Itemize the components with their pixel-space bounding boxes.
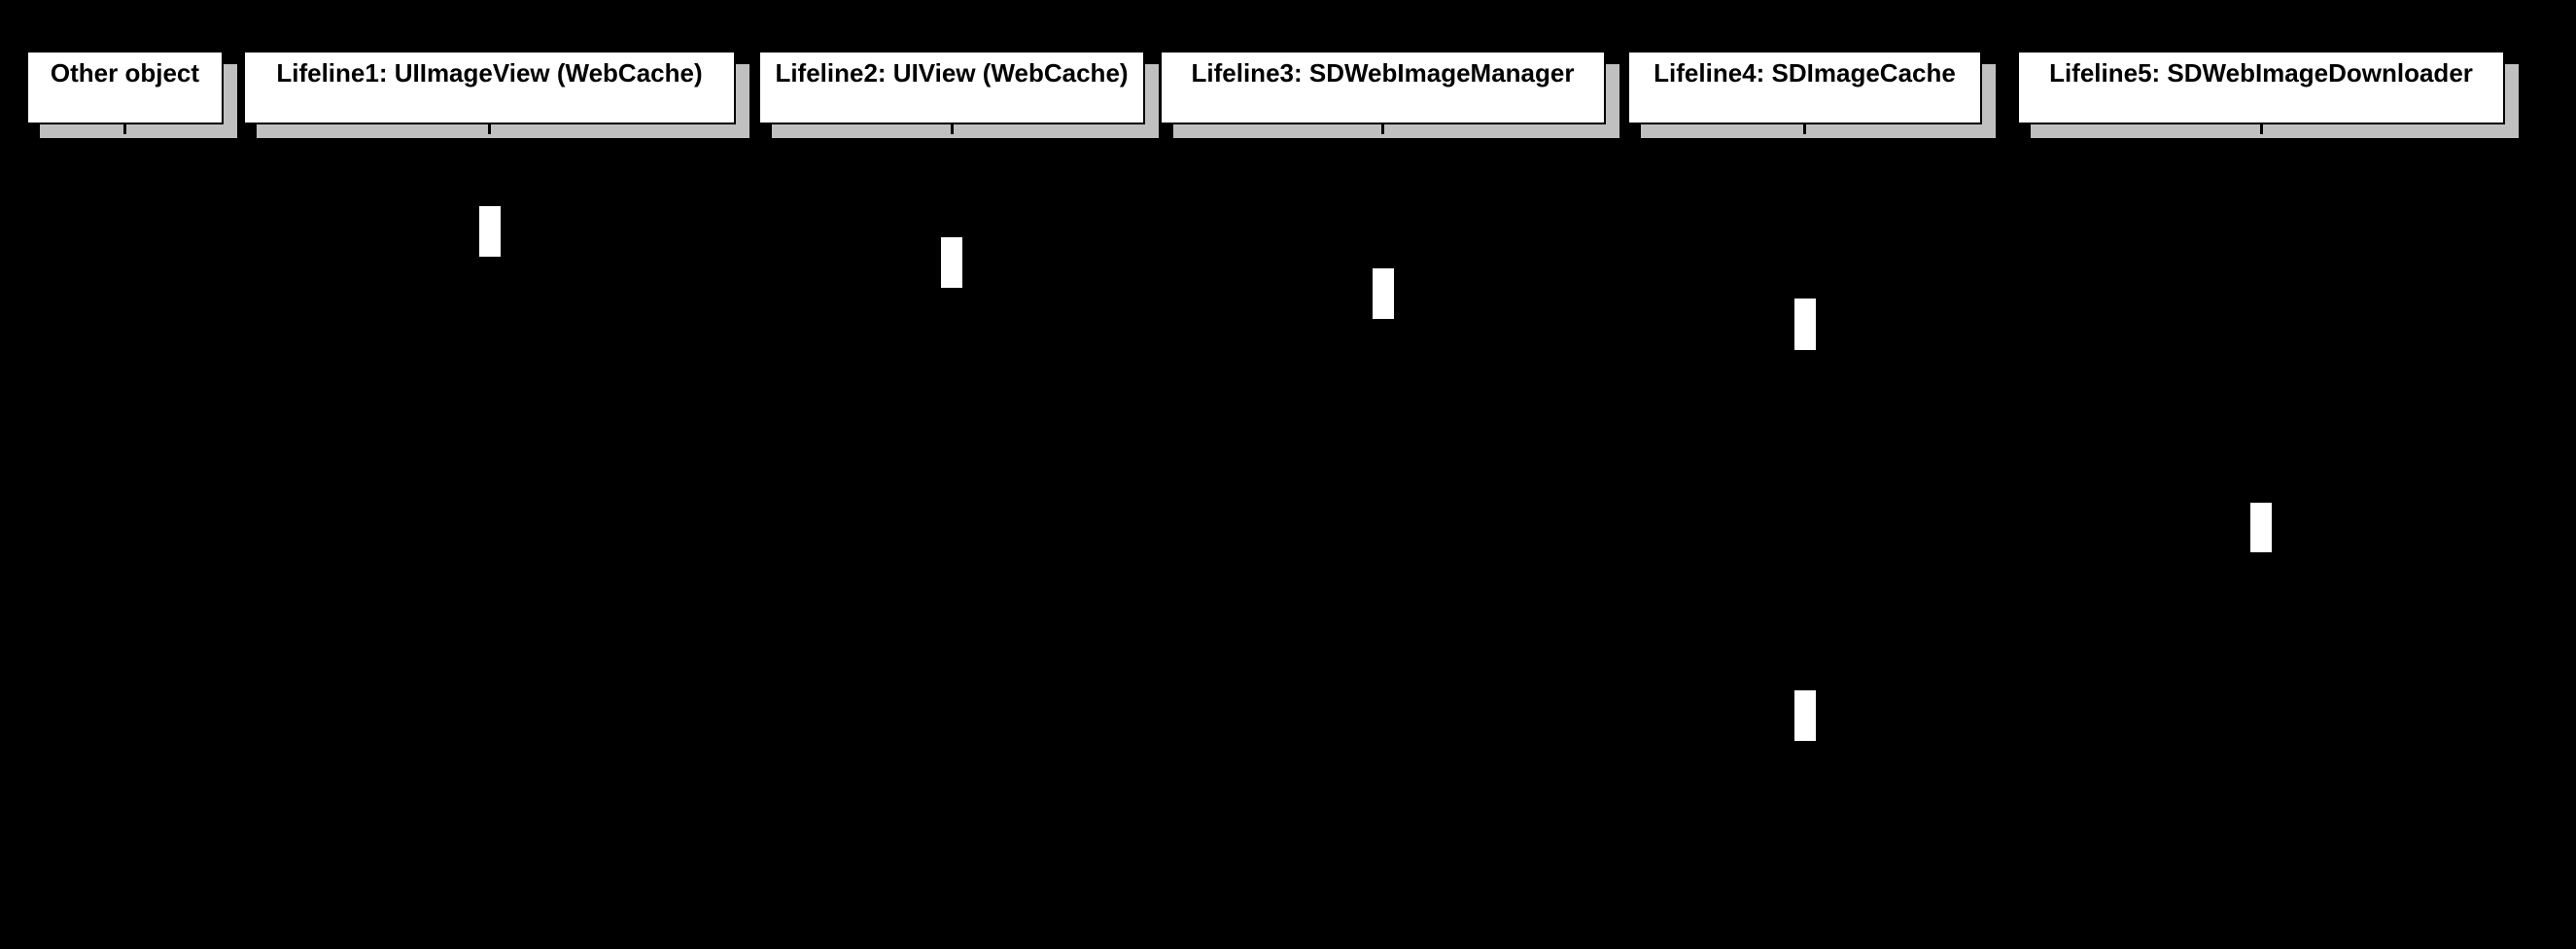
lifeline-head-lifeline5[interactable]: Lifeline5: SDWebImageDownloader — [2017, 51, 2505, 124]
lifeline-line — [1803, 123, 1806, 933]
lifeline-head-lifeline1[interactable]: Lifeline1: UIImageView (WebCache) — [243, 51, 736, 124]
lifeline-label: Lifeline5: SDWebImageDownloader — [2049, 58, 2473, 88]
lifeline-line — [123, 123, 126, 933]
lifeline-line — [488, 123, 491, 933]
lifeline-line — [950, 123, 954, 933]
lifeline-line — [1381, 123, 1384, 933]
lifeline-head-lifeline2[interactable]: Lifeline2: UIView (WebCache) — [758, 51, 1145, 124]
activation-bar-5[interactable] — [1793, 689, 1817, 742]
lifeline-head-other-object[interactable]: Other object — [26, 51, 224, 124]
lifeline-head-lifeline4[interactable]: Lifeline4: SDImageCache — [1627, 51, 1982, 124]
lifeline-label: Lifeline4: SDImageCache — [1654, 58, 1956, 88]
lifeline-label: Lifeline1: UIImageView (WebCache) — [276, 58, 703, 88]
activation-bar-0[interactable] — [477, 205, 502, 258]
lifeline-head-lifeline3[interactable]: Lifeline3: SDWebImageManager — [1160, 51, 1606, 124]
activation-bar-2[interactable] — [1371, 267, 1395, 320]
activation-bar-1[interactable] — [940, 236, 963, 289]
lifeline-label: Other object — [50, 58, 200, 88]
activation-bar-4[interactable] — [2249, 502, 2273, 553]
lifeline-label: Lifeline2: UIView (WebCache) — [775, 58, 1129, 88]
lifeline-label: Lifeline3: SDWebImageManager — [1191, 58, 1575, 88]
activation-bar-3[interactable] — [1793, 298, 1817, 351]
